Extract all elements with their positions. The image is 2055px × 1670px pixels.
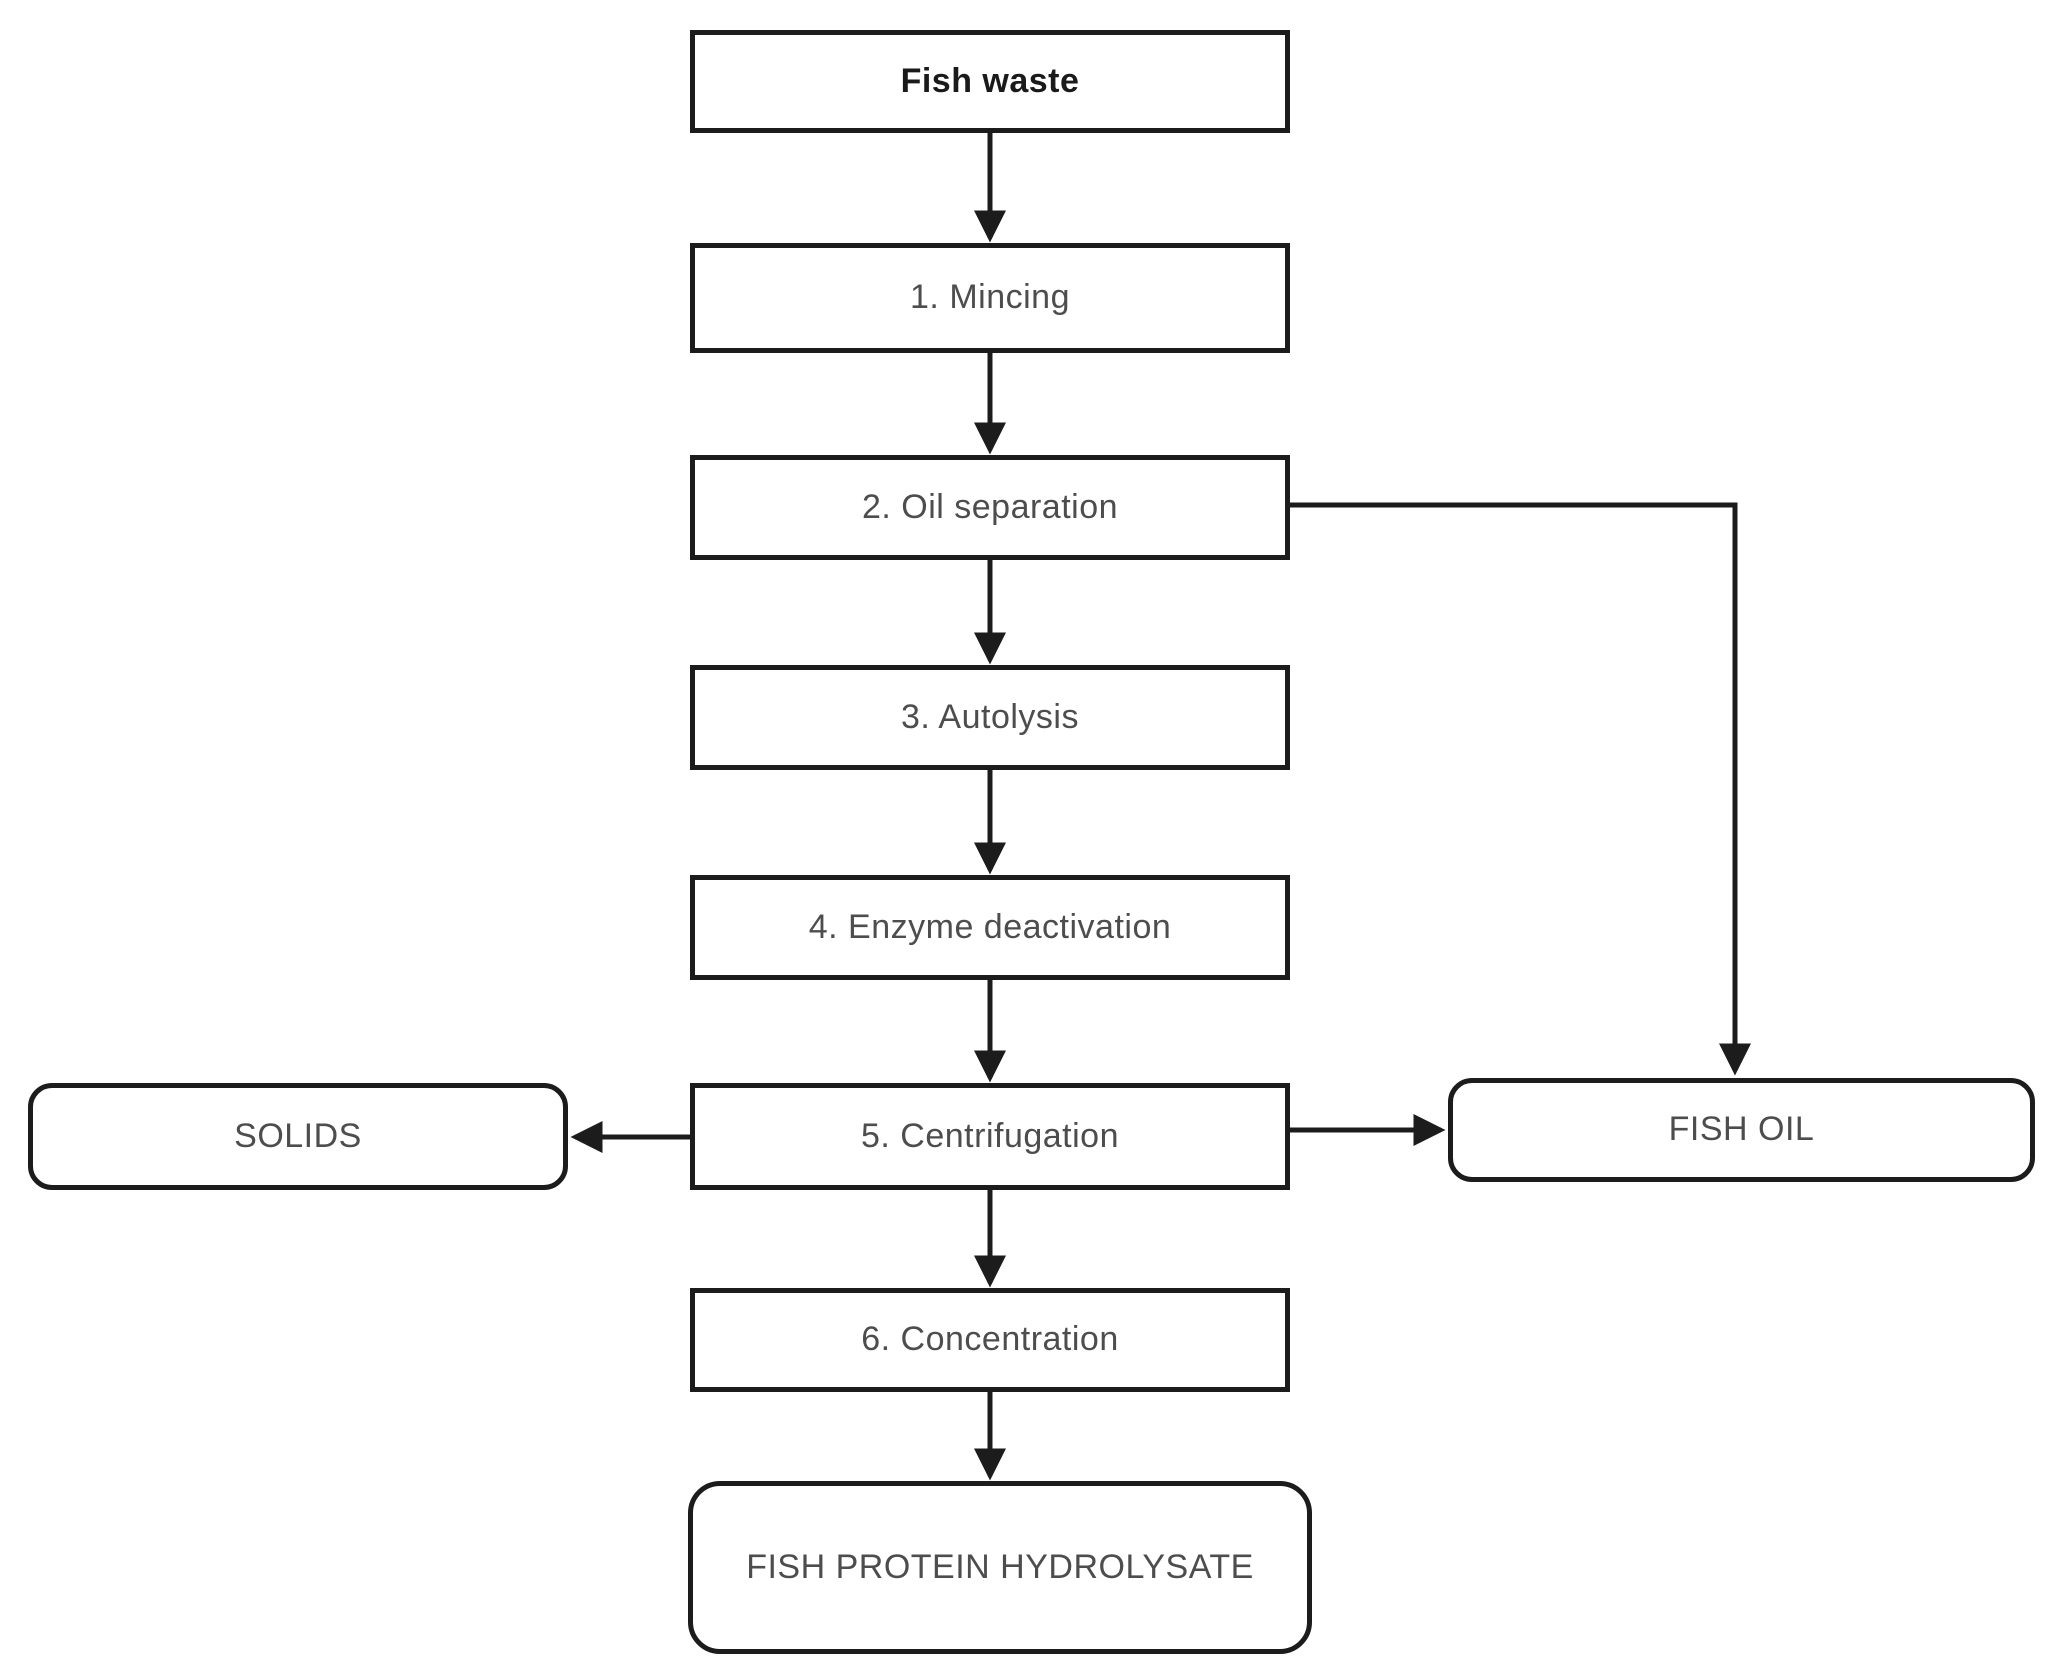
- node-fish-waste: Fish waste: [690, 30, 1290, 133]
- node-fish-oil-label: FISH OIL: [1668, 1110, 1815, 1149]
- node-fish-waste-label: Fish waste: [900, 61, 1080, 100]
- node-oil-separation: 2. Oil separation: [690, 455, 1290, 560]
- node-oil-separation-label: 2. Oil separation: [861, 487, 1119, 526]
- node-autolysis: 3. Autolysis: [690, 665, 1290, 770]
- node-concentration: 6. Concentration: [690, 1288, 1290, 1392]
- node-fish-protein-hydrolysate: FISH PROTEIN HYDROLYSATE: [688, 1481, 1312, 1654]
- node-solids-label: SOLIDS: [234, 1116, 362, 1155]
- node-mincing-label: 1. Mincing: [910, 278, 1070, 317]
- node-concentration-label: 6. Concentration: [861, 1320, 1119, 1359]
- edge-oilseparation-to-fishoil: [1290, 502, 1752, 1076]
- node-centrifugation-label: 5. Centrifugation: [861, 1116, 1119, 1155]
- node-enzyme-deactivation: 4. Enzyme deactivation: [690, 875, 1290, 980]
- node-autolysis-label: 3. Autolysis: [901, 697, 1079, 736]
- node-centrifugation: 5. Centrifugation: [690, 1083, 1290, 1190]
- node-enzyme-deactivation-label: 4. Enzyme deactivation: [808, 907, 1172, 946]
- node-fish-oil: FISH OIL: [1448, 1078, 2035, 1182]
- node-solids: SOLIDS: [28, 1083, 568, 1190]
- node-fish-protein-hydrolysate-label: FISH PROTEIN HYDROLYSATE: [746, 1547, 1254, 1586]
- node-mincing: 1. Mincing: [690, 243, 1290, 353]
